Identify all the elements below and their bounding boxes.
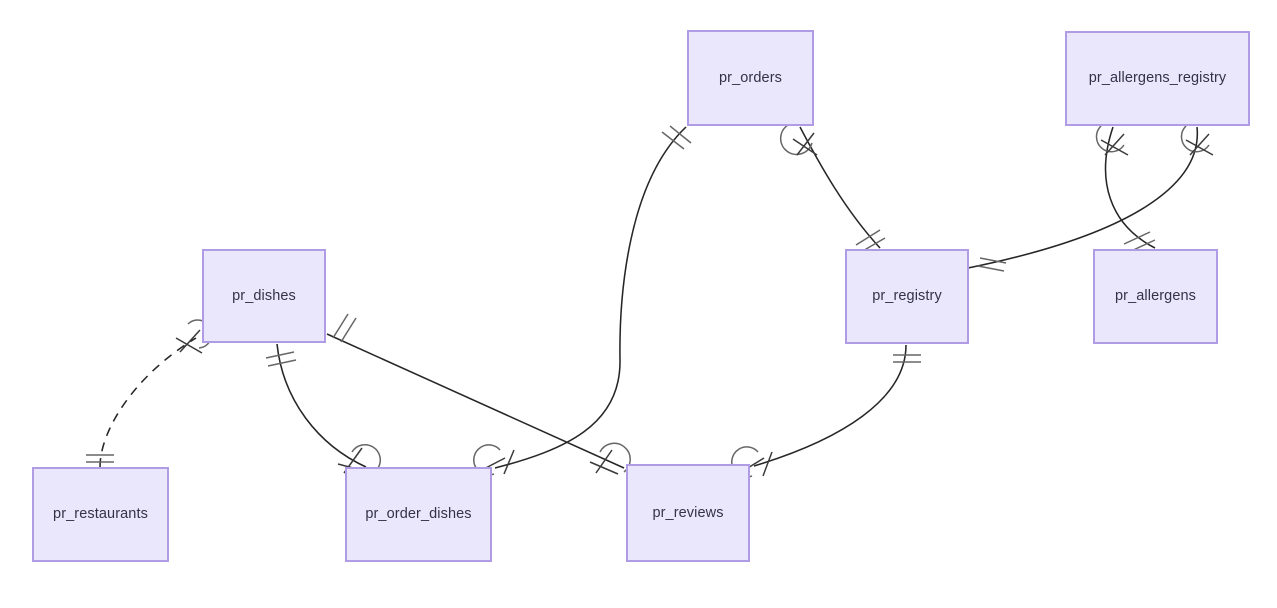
edge-line [276,343,367,468]
cardinality-one-marker [332,313,357,343]
cardinality-zero-or-many-marker [1095,125,1129,156]
cardinality-one-marker [661,125,692,150]
relationship-registry-reviews [731,344,921,478]
relationship-orders-order-dishes [473,125,692,476]
entity-pr-orders[interactable]: pr_orders [687,30,814,126]
relationship-dishes-reviews [326,313,631,475]
entity-pr-allergens-registry[interactable]: pr_allergens_registry [1065,31,1250,126]
entity-pr-dishes[interactable]: pr_dishes [202,249,326,343]
edge-line [753,344,907,467]
cardinality-zero-or-many-marker [1180,125,1214,156]
entity-label: pr_restaurants [53,506,148,523]
entity-label: pr_dishes [232,287,296,304]
edge-line [99,337,197,468]
cardinality-one-marker [893,354,921,363]
entity-label: pr_allergens_registry [1088,70,1227,87]
entity-pr-registry[interactable]: pr_registry [845,249,969,344]
cardinality-one-marker [977,257,1007,272]
entity-label: pr_order_dishes [365,506,472,523]
cardinality-zero-or-many-marker [779,124,818,156]
edge-line [967,126,1199,269]
relationship-restaurants-dishes [86,319,213,468]
relationship-dishes-order-dishes [265,343,381,474]
cardinality-one-marker [86,454,114,463]
edge-line [494,126,687,469]
edge-line [1104,126,1156,249]
edge-line [326,333,625,469]
edge-line [799,126,881,249]
entity-label: pr_registry [872,288,942,305]
relationship-orders-registry [779,124,886,253]
cardinality-zero-or-many-marker [589,442,631,475]
entity-pr-allergens[interactable]: pr_allergens [1093,249,1218,344]
relationship-allergens-registry-allergens [1095,125,1156,253]
cardinality-one-marker [265,351,297,367]
entity-pr-reviews[interactable]: pr_reviews [626,464,750,562]
entity-label: pr_allergens [1115,288,1196,305]
entity-pr-restaurants[interactable]: pr_restaurants [32,467,169,562]
entity-label: pr_orders [719,69,782,86]
entity-label: pr_reviews [652,504,724,521]
entity-pr-order-dishes[interactable]: pr_order_dishes [345,467,492,562]
